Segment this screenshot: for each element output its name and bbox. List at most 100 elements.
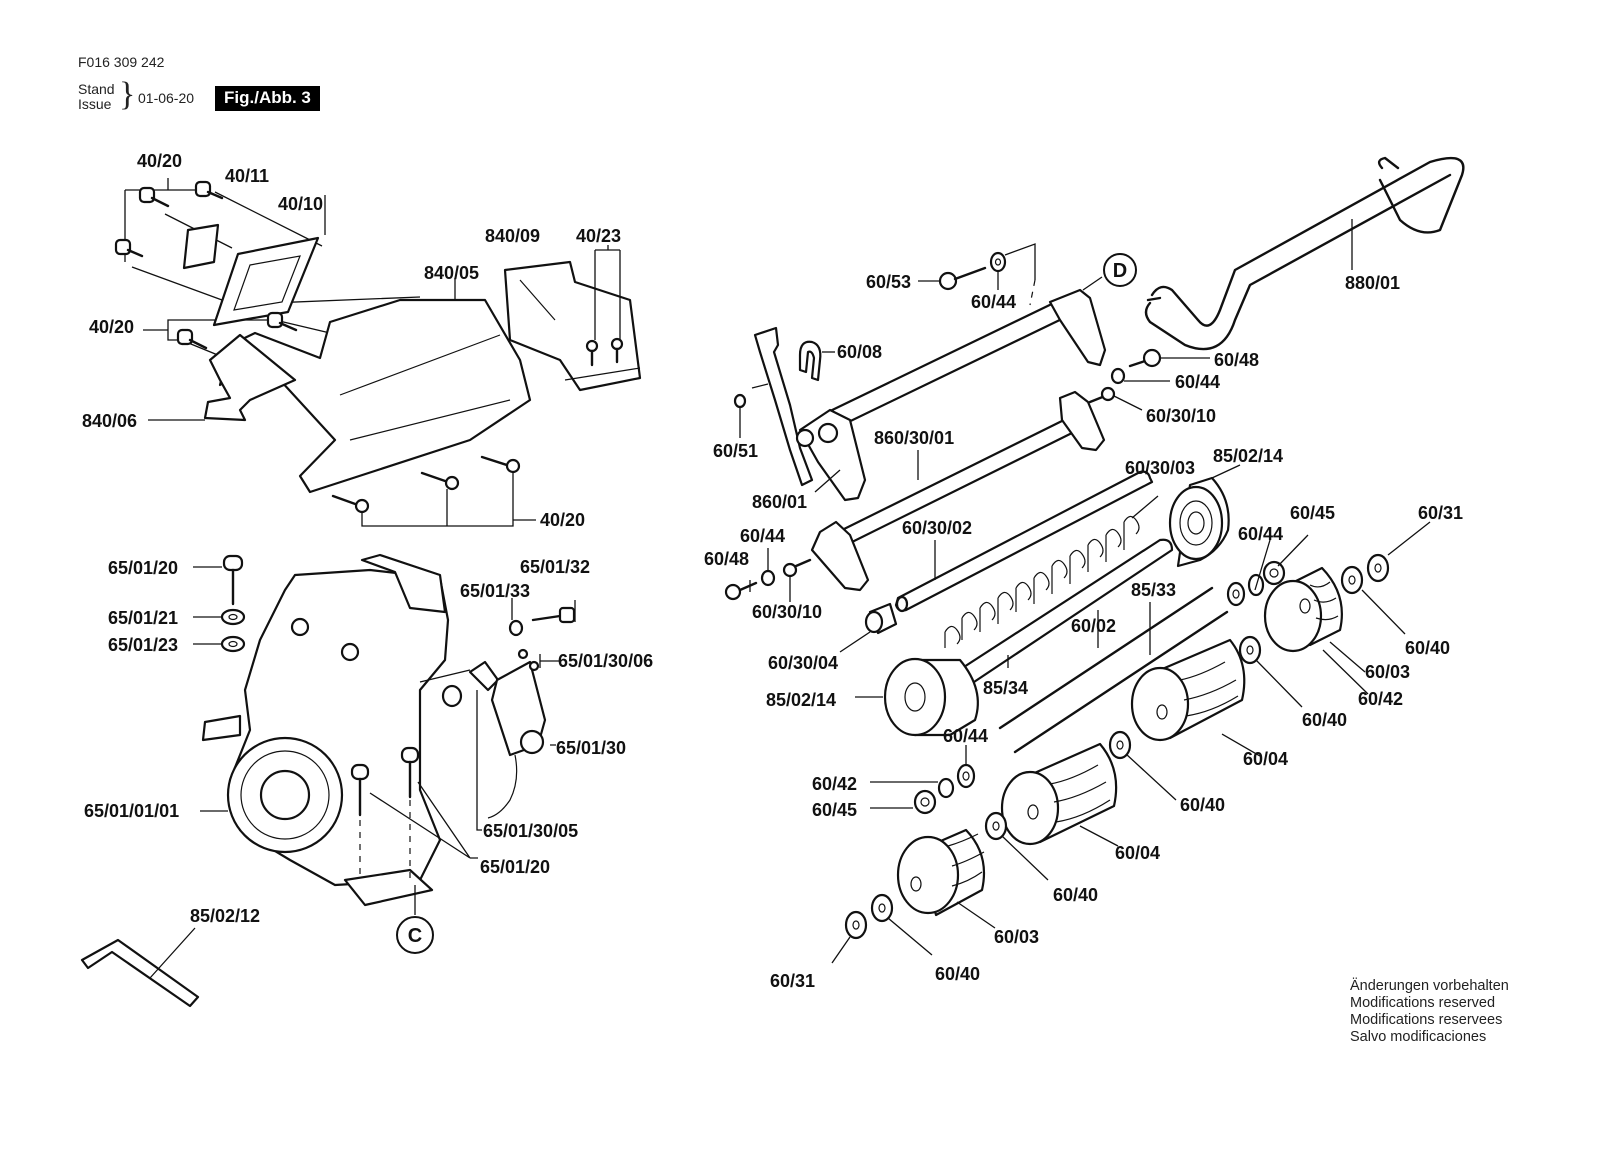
spacer-shape (864, 602, 898, 635)
label-85-02-14-top: 85/02/14 (1213, 446, 1283, 466)
upper-axle-shape (795, 288, 1107, 502)
callout-c: C (396, 916, 434, 954)
label-60-51: 60/51 (713, 441, 758, 461)
shaft-shape (894, 470, 1154, 613)
screw-icon (266, 311, 298, 332)
screw-icon (194, 180, 224, 200)
label-40-20-middle: 40/20 (89, 317, 134, 337)
washer-icon (989, 251, 1007, 273)
label-85-33: 85/33 (1131, 580, 1176, 600)
bolt-icon (938, 266, 987, 291)
washer-icon (220, 608, 246, 626)
notice-line-en: Modifications reserved (1350, 995, 1496, 1011)
bolt-icon (400, 746, 420, 799)
screw-icon (114, 238, 144, 258)
bracket-shape (503, 260, 642, 392)
engine-group (80, 553, 576, 1008)
label-60-44-right: 60/44 (1175, 372, 1220, 392)
label-60-31-left: 60/31 (770, 971, 815, 991)
bolt-icon (610, 337, 624, 364)
bolt-icon (1128, 348, 1162, 368)
label-65-01-30-05: 65/01/30/05 (483, 821, 578, 841)
washer-icon (844, 910, 868, 940)
washer-icon (870, 893, 894, 923)
washer-icon (1226, 581, 1246, 607)
bolt-icon (222, 554, 244, 606)
brace-icon: } (119, 76, 136, 113)
label-60-30-04: 60/30/04 (768, 653, 838, 673)
label-60-44-top: 60/44 (971, 292, 1016, 312)
screw-icon (531, 606, 576, 624)
label-60-40-lower-mid: 60/40 (1180, 795, 1225, 815)
figure-label: Fig./Abb. 3 (215, 86, 320, 111)
label-60-45-left: 60/45 (812, 800, 857, 820)
label-60-40-right: 60/40 (1405, 638, 1450, 658)
bolt-icon (724, 581, 758, 601)
washer-icon (220, 635, 246, 653)
screw-icon (138, 186, 170, 208)
label-60-04-upper: 60/04 (1243, 749, 1288, 769)
label-60-04-lower: 60/04 (1115, 843, 1160, 863)
handle-shape (1144, 156, 1465, 351)
nut-icon (913, 789, 937, 815)
label-840-06: 840/06 (82, 411, 137, 431)
bolt-icon (585, 339, 599, 367)
label-860-30-01: 860/30/01 (874, 428, 954, 448)
label-40-10: 40/10 (278, 194, 323, 214)
washer-icon (1110, 367, 1126, 385)
label-60-48-left: 60/48 (704, 549, 749, 569)
issue-label: Issue (78, 96, 112, 112)
label-85-02-14-left: 85/02/14 (766, 690, 836, 710)
lock-washer-icon (937, 777, 955, 799)
label-65-01-21: 65/01/21 (108, 608, 178, 628)
label-60-30-02: 60/30/02 (902, 518, 972, 538)
label-840-09: 840/09 (485, 226, 540, 246)
label-60-40-bottom: 60/40 (935, 964, 980, 984)
notice-line-de: Änderungen vorbehalten (1350, 978, 1509, 994)
screw-icon (420, 471, 460, 491)
label-65-01-01-01: 65/01/01/01 (84, 801, 179, 821)
issue-date: 01-06-20 (138, 90, 195, 106)
washer-icon (1108, 730, 1132, 760)
spring-tines-shape (944, 515, 1140, 648)
stand-label: Stand (78, 81, 115, 97)
roller-group (831, 521, 1431, 964)
label-60-30-10-left: 60/30/10 (752, 602, 822, 622)
screw-icon (1088, 386, 1116, 404)
roller-short-shape (1263, 566, 1343, 653)
washer-icon (956, 763, 976, 789)
roller-short-shape (896, 828, 986, 917)
callout-c-label: C (408, 925, 422, 947)
label-60-31-right: 60/31 (1418, 503, 1463, 523)
pin-icon (733, 393, 747, 409)
roller-long-shape (1000, 742, 1118, 846)
screw-icon (331, 494, 370, 514)
label-60-02: 60/02 (1071, 616, 1116, 636)
stand-issue-label: Stand Issue (78, 82, 115, 112)
washer-icon (1340, 565, 1364, 595)
label-60-42-right: 60/42 (1358, 689, 1403, 709)
roller-wheel-shape (1168, 476, 1230, 568)
label-60-03-right: 60/03 (1365, 662, 1410, 682)
label-880-01: 880/01 (1345, 273, 1400, 293)
label-65-01-33: 65/01/33 (460, 581, 530, 601)
label-60-30-03: 60/30/03 (1125, 458, 1195, 478)
label-60-44-roller: 60/44 (1238, 524, 1283, 544)
label-65-01-23: 65/01/23 (108, 635, 178, 655)
washer-icon (1366, 553, 1390, 583)
modifications-notice: Änderungen vorbehalten Modifications res… (1350, 978, 1509, 1046)
label-60-44-left-roller: 60/44 (943, 726, 988, 746)
label-860-01: 860/01 (752, 492, 807, 512)
label-65-01-30: 65/01/30 (556, 738, 626, 758)
bolt-icon (350, 763, 370, 817)
label-85-02-12: 85/02/12 (190, 906, 260, 926)
label-65-01-32: 65/01/32 (520, 557, 590, 577)
notice-line-es: Salvo modificaciones (1350, 1029, 1487, 1045)
hex-key-shape (80, 938, 200, 1008)
label-65-01-30-06: 65/01/30/06 (558, 651, 653, 671)
label-40-23: 40/23 (576, 226, 621, 246)
engine-shape (201, 553, 463, 907)
label-60-08: 60/08 (837, 342, 882, 362)
label-60-40-lower: 60/40 (1053, 885, 1098, 905)
